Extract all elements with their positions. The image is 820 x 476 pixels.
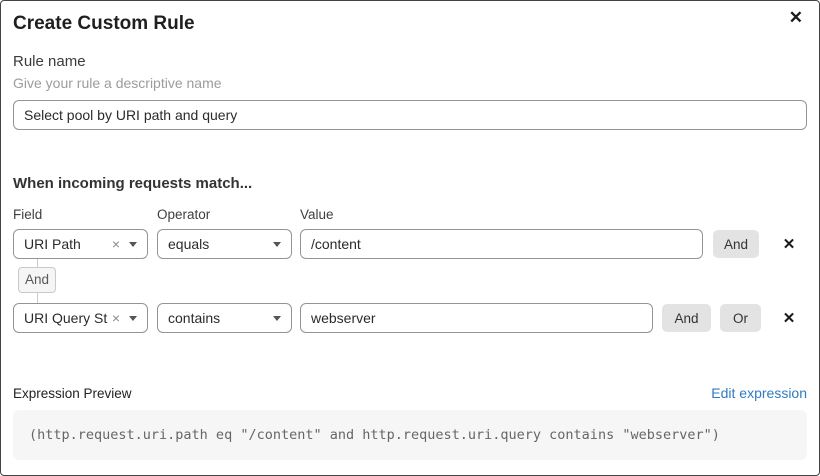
condition-builder: Field Operator Value URI Path × equals A… bbox=[13, 207, 807, 333]
operator-select-row2-value: contains bbox=[168, 310, 221, 326]
expression-preview-label: Expression Preview bbox=[13, 385, 132, 401]
chevron-down-icon bbox=[129, 241, 137, 247]
field-select-row1-value: URI Path bbox=[24, 236, 81, 252]
clear-icon[interactable]: × bbox=[111, 236, 120, 252]
rule-name-input[interactable] bbox=[13, 100, 807, 130]
remove-condition-icon[interactable]: ✕ bbox=[778, 306, 800, 330]
match-heading: When incoming requests match... bbox=[13, 175, 253, 192]
value-column-label: Value bbox=[300, 207, 334, 222]
edit-expression-link[interactable]: Edit expression bbox=[711, 385, 807, 401]
chevron-down-icon bbox=[129, 315, 137, 321]
operator-select-row2[interactable]: contains bbox=[157, 303, 292, 333]
operator-select-row1[interactable]: equals bbox=[157, 229, 292, 259]
dialog-title: Create Custom Rule bbox=[13, 13, 195, 34]
expression-preview-text: (http.request.uri.path eq "/content" and… bbox=[29, 427, 720, 443]
field-select-row1[interactable]: URI Path × bbox=[13, 229, 148, 259]
operator-column-label: Operator bbox=[157, 207, 211, 222]
operator-select-row1-value: equals bbox=[168, 236, 210, 252]
chevron-down-icon bbox=[273, 315, 281, 321]
or-button-row2[interactable]: Or bbox=[720, 304, 761, 332]
and-button-row1[interactable]: And bbox=[713, 230, 759, 258]
value-input-row1[interactable] bbox=[300, 229, 703, 259]
expression-preview-box: (http.request.uri.path eq "/content" and… bbox=[13, 410, 807, 460]
clear-icon[interactable]: × bbox=[111, 310, 120, 326]
remove-condition-icon[interactable]: ✕ bbox=[778, 232, 800, 256]
field-select-row2-value: URI Query St... bbox=[24, 310, 108, 326]
value-input-row2[interactable] bbox=[300, 303, 653, 333]
close-icon[interactable]: ✕ bbox=[788, 8, 803, 27]
field-select-row2[interactable]: URI Query St... × bbox=[13, 303, 148, 333]
rule-name-label: Rule name bbox=[13, 53, 86, 70]
and-button-row2[interactable]: And bbox=[662, 304, 711, 332]
connector-and-chip: And bbox=[18, 267, 56, 293]
expression-footer: Expression Preview Edit expression bbox=[13, 385, 807, 401]
chevron-down-icon bbox=[273, 241, 281, 247]
rule-name-help: Give your rule a descriptive name bbox=[13, 75, 222, 91]
field-column-label: Field bbox=[13, 207, 43, 222]
